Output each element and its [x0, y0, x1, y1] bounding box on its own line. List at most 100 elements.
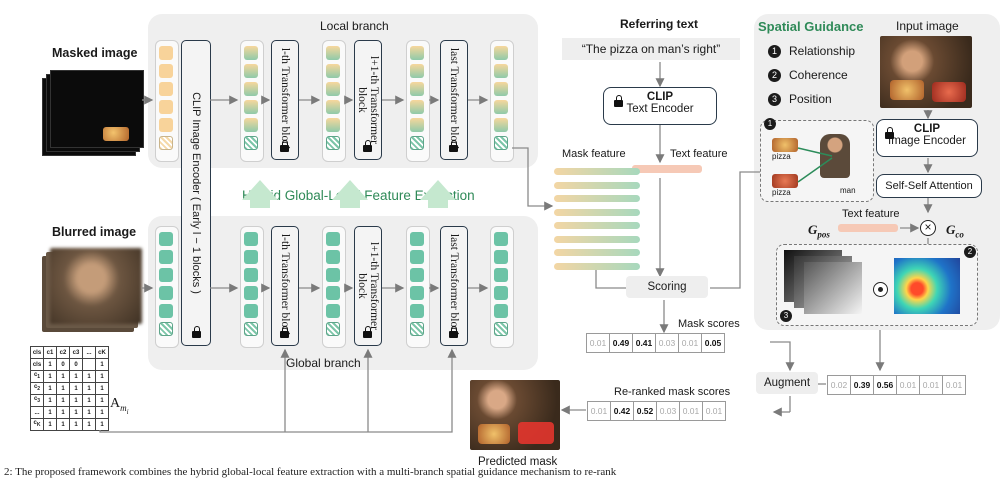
token [159, 268, 173, 282]
token [494, 322, 508, 336]
score-cell: 0.01 [587, 401, 611, 421]
num-icon: 1 [768, 45, 781, 59]
lock-icon [614, 95, 623, 107]
clip-image-encoder: CLIP Image Encoder [876, 119, 978, 157]
token [244, 250, 258, 264]
token [244, 82, 258, 96]
token [410, 100, 424, 114]
token [410, 268, 424, 282]
clip-text-line1: CLIP [646, 91, 674, 103]
clip-img-line2: Image Encoder [888, 135, 966, 147]
num-icon-2: 2 [964, 246, 976, 258]
lock-icon [363, 140, 372, 152]
score-cell: 0.01 [896, 375, 920, 395]
mask-scores-label: Mask scores [678, 318, 740, 330]
masked-image-label: Masked image [52, 46, 138, 60]
mask-feature-bar [554, 249, 640, 256]
blurred-image-label: Blurred image [52, 225, 137, 239]
mask-feature-label: Mask feature [562, 148, 626, 160]
input-image-label: Input image [896, 19, 959, 33]
global-transformer-block-l1: l+1-th Transformer block [354, 226, 382, 346]
g-co-sub: co [955, 229, 964, 240]
lock-icon [280, 326, 289, 338]
token [494, 118, 508, 132]
rel-pizza-2-label: pizza [772, 188, 791, 197]
token [159, 100, 173, 114]
token [494, 100, 508, 114]
mask-feature-bar [554, 168, 640, 175]
g-pos-sub: pos [817, 229, 830, 240]
local-transformer-block-last: last Transformer block [440, 40, 468, 160]
clip-text-line2: Text Encoder [626, 103, 694, 115]
token [410, 304, 424, 318]
odot-icon [873, 282, 888, 297]
g-co-label: Gco [946, 222, 964, 240]
lock-icon [363, 326, 372, 338]
g-pos-main: G [808, 222, 818, 237]
local-transformer-block-l1: l+1-th Transformer block [354, 40, 382, 160]
token [410, 136, 424, 150]
token [244, 64, 258, 78]
predicted-mask-label: Predicted mask [478, 456, 558, 468]
score-cell: 0.39 [850, 375, 874, 395]
token [159, 304, 173, 318]
token [159, 136, 173, 150]
token [244, 46, 258, 60]
token [494, 46, 508, 60]
num-icon-3: 3 [780, 310, 792, 322]
ssa-label: Self-Self Attention [885, 180, 973, 192]
self-self-attention: Self-Self Attention [876, 174, 982, 198]
token [326, 268, 340, 282]
score-cell: 0.42 [610, 401, 634, 421]
clip-img-line1: CLIP [913, 123, 941, 135]
lock-icon [280, 140, 289, 152]
token [326, 322, 340, 336]
score-cell: 0.01 [678, 333, 702, 353]
token [410, 118, 424, 132]
token [159, 82, 173, 96]
token [159, 64, 173, 78]
token [326, 250, 340, 264]
mask-feature-bar [554, 181, 640, 189]
referring-text-title: Referring text [620, 17, 699, 31]
g-pos-map-1 [804, 262, 862, 314]
token [494, 232, 508, 246]
token [410, 250, 424, 264]
lock-icon [449, 140, 458, 152]
text-feature-bar [632, 165, 702, 173]
pred-pizza-1 [478, 424, 510, 444]
token [410, 286, 424, 300]
token [326, 304, 340, 318]
att-h5: cK [95, 346, 109, 359]
caption-fragment: 2: The proposed framework combines the h… [4, 466, 617, 478]
score-cell: 0.56 [873, 375, 897, 395]
clip-image-encoder-early: CLIP Image Encoder ( Early l − 1 blocks … [181, 40, 211, 346]
attn-label-main: A [110, 396, 121, 411]
token [326, 118, 340, 132]
score-cell: 0.03 [656, 401, 680, 421]
token [159, 232, 173, 246]
token [159, 250, 173, 264]
token [244, 304, 258, 318]
clip-text-encoder: CLIP Text Encoder [603, 87, 717, 125]
token [244, 322, 258, 336]
token [410, 232, 424, 246]
rel-pizza-2 [772, 174, 798, 188]
num-icon: 3 [768, 93, 781, 107]
rel-pizza-1 [772, 138, 798, 152]
mask-feature-bar [554, 235, 640, 243]
spatial-guidance-title: Spatial Guidance [758, 19, 864, 34]
input-pizza-1 [890, 80, 924, 100]
predicted-mask-image [470, 380, 560, 450]
rel-pizza-1-label: pizza [772, 152, 791, 161]
token [244, 268, 258, 282]
rel-man [820, 134, 850, 178]
hybrid-arrows [242, 180, 456, 208]
scoring-label: Scoring [647, 281, 687, 293]
mask-feature-bar [554, 262, 640, 270]
text-feature-label: Text feature [670, 148, 728, 160]
